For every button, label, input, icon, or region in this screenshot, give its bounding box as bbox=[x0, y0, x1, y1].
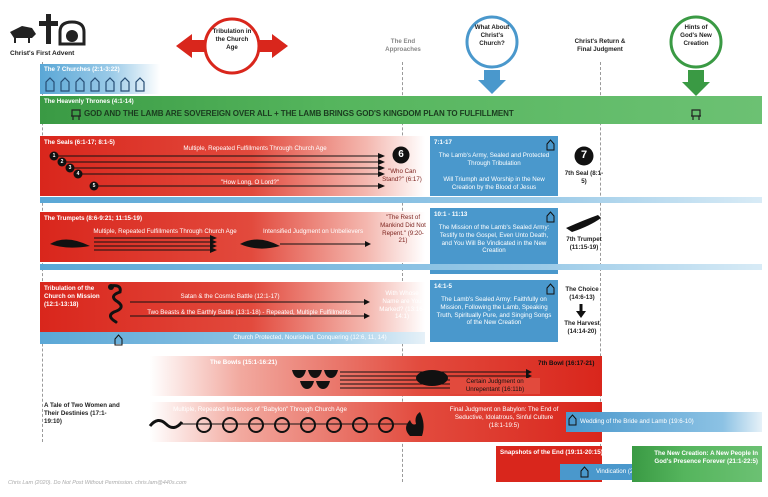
seal-num-5: 5 bbox=[92, 183, 96, 189]
seventh-seal-label: 7th Seal (8:1-5) bbox=[564, 170, 604, 185]
trumpets-underline bbox=[40, 264, 762, 270]
seals-arrows bbox=[48, 150, 388, 192]
mission-label: Tribulation of the Church on Mission (12… bbox=[44, 285, 100, 308]
mission-blue-box bbox=[430, 280, 558, 342]
seals-label: The Seals (6:1-17; 8:1-5) bbox=[44, 139, 115, 146]
rest-of-mankind-label: "The Rest of Mankind Did Not Repent." (9… bbox=[380, 214, 426, 245]
end-approaches-label: The End Approaches bbox=[385, 38, 421, 53]
mission-blue-ref: 14:1-5 bbox=[434, 283, 452, 290]
trumpets-band bbox=[40, 212, 425, 262]
sixth-seal-num: 6 bbox=[398, 149, 404, 160]
choice-label: The Choice (14:6-13) bbox=[565, 286, 599, 301]
trumpets-multi-label: Multiple, Repeated Fulfillments Through … bbox=[93, 228, 237, 235]
wedding-band bbox=[566, 412, 762, 432]
choice-arrow-icon bbox=[576, 304, 586, 323]
mission-band bbox=[40, 282, 425, 332]
church-icon-trumpets bbox=[546, 210, 555, 228]
vindication-label: Vindication (20:4-6) bbox=[596, 468, 650, 475]
women-band bbox=[150, 402, 602, 442]
intensified-label: Intensified Judgment on Unbelievers bbox=[262, 228, 364, 235]
new-creation-label: The New Creation: A New People In God's … bbox=[654, 450, 758, 465]
throne-icon-left bbox=[70, 108, 82, 126]
protected-label: Church Protected, Nourished, Conquering … bbox=[233, 334, 387, 341]
bowls-arrows bbox=[290, 366, 590, 394]
certain-judgment-label: Certain Judgment on Unrepentant (16:11b) bbox=[450, 378, 540, 394]
seals-underline bbox=[40, 197, 762, 203]
thrones-band bbox=[40, 96, 762, 124]
seventh-trumpet-label: 7th Trumpet (11:15-19) bbox=[566, 236, 602, 251]
seals-blue-text2: Will Triumph and Worship in the New Crea… bbox=[443, 176, 545, 191]
return-label: Christ's Return & Final Judgment bbox=[574, 38, 626, 53]
mission-underline bbox=[40, 332, 425, 344]
who-can-stand-label: "Who Can Stand?" (6:17) bbox=[382, 168, 422, 183]
final-judgment-label: Final Judgment on Babylon: The End of Se… bbox=[449, 406, 559, 429]
what-about-label: What About Christ's Church? bbox=[474, 24, 510, 47]
end-approaches-line bbox=[402, 62, 403, 482]
whose-name-label: With Whose Name are You Marked? (13:16-1… bbox=[379, 290, 425, 321]
bowls-label: The Bowls (15:1-16:21) bbox=[210, 359, 278, 366]
seventh-seal-num: 7 bbox=[580, 149, 588, 161]
women-label: A Tale of Two Women and Their Destinies … bbox=[44, 402, 120, 425]
seventh-seal-icon bbox=[574, 146, 594, 171]
trumpets-blue-ref: 10:1 - 11:13 bbox=[434, 211, 468, 218]
tribulation-label: Tribulation in the Church Age bbox=[212, 28, 252, 51]
seal-num-2: 2 bbox=[60, 159, 64, 165]
first-advent-icon bbox=[8, 12, 88, 48]
mission-blue-text: The Lamb's Sealed Army: Faithfully on Mi… bbox=[436, 296, 552, 327]
church-icon-vindication bbox=[580, 465, 589, 483]
hints-label: Hints of God's New Creation bbox=[680, 24, 712, 47]
satan-label: Satan & the Cosmic Battle (12:1-17) bbox=[180, 293, 280, 300]
what-about-badge bbox=[464, 14, 520, 96]
seventh-bowl-label: 7th Bowl (16:17-21) bbox=[538, 360, 595, 367]
first-advent-label: Christ's First Advent bbox=[10, 50, 75, 57]
trumpets-label: The Trumpets (8:6-9:21; 11:15-19) bbox=[44, 215, 143, 222]
churches-label: The 7 Churches (2:1-3:22) bbox=[44, 66, 120, 73]
trumpets-arrows bbox=[50, 234, 371, 256]
tribulation-arrow bbox=[172, 16, 292, 76]
babylon-multi-label: Multiple, Repeated Instances of "Babylon… bbox=[173, 406, 347, 413]
hints-badge bbox=[668, 14, 724, 98]
seals-blue-ref: 7:1-17 bbox=[434, 139, 452, 146]
babylon-chain bbox=[146, 410, 426, 438]
churches-icons bbox=[44, 76, 154, 92]
trumpets-blue-box bbox=[430, 208, 558, 274]
new-creation-band bbox=[632, 446, 762, 482]
seals-blue-box bbox=[430, 136, 558, 196]
church-icon-protected bbox=[114, 333, 123, 351]
sixth-seal-icon bbox=[392, 146, 410, 169]
seventh-trumpet-icon bbox=[566, 214, 602, 237]
trumpets-blue-text: The Mission of the Lamb's Sealed Army: T… bbox=[438, 224, 550, 255]
sovereign-banner: GOD AND THE LAMB ARE SOVEREIGN OVER ALL … bbox=[84, 109, 514, 118]
churches-band bbox=[40, 64, 160, 94]
seals-multi-label: Multiple, Repeated Fulfillments Through … bbox=[183, 145, 327, 152]
seal-num-4: 4 bbox=[76, 171, 80, 177]
copyright-label: Chris Lam (2020). Do Not Post Without Pe… bbox=[8, 480, 187, 486]
return-line bbox=[600, 62, 601, 482]
beasts-label: Two Beasts & the Earthly Battle (13:1-18… bbox=[147, 309, 351, 316]
how-long-label: "How Long, O Lord?" bbox=[220, 179, 280, 186]
church-icon-wedding bbox=[568, 413, 577, 431]
seal-num-3: 3 bbox=[68, 165, 72, 171]
mission-arrows bbox=[124, 299, 374, 319]
snapshots-label: Snapshots of the End (19:11-20:15) bbox=[500, 449, 603, 456]
dragon-icon bbox=[104, 282, 130, 331]
harvest-label: The Harvest (14:14-20) bbox=[564, 320, 600, 335]
wedding-label: Wedding of the Bride and Lamb (19:6-10) bbox=[580, 418, 694, 425]
church-icon-seals bbox=[546, 138, 555, 156]
church-icon-mission bbox=[546, 282, 555, 300]
seal-num-1: 1 bbox=[52, 153, 56, 159]
throne-icon-right bbox=[690, 108, 702, 126]
seals-blue-text: The Lamb's Army, Sealed and Protected Th… bbox=[438, 152, 550, 167]
thrones-label: The Heavenly Thrones (4:1-14) bbox=[44, 98, 134, 105]
